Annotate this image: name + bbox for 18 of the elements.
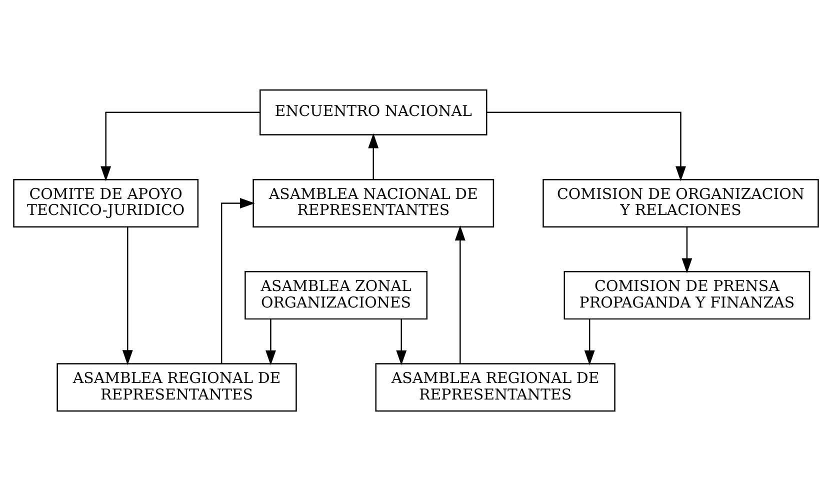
node-box: ENCUENTRO NACIONAL (260, 88, 488, 135)
node-box: ASAMBLEA ZONAL ORGANIZACIONES (244, 270, 428, 320)
arrow (265, 318, 276, 365)
arrow (396, 318, 407, 365)
arrow (682, 226, 692, 273)
arrow (486, 111, 686, 181)
arrow (368, 132, 379, 179)
node-box: COMITE DE APOYO TECNICO-JURIDICO (13, 178, 199, 227)
node-box: COMISION DE PRENSA PROPAGANDA Y FINANZAS (564, 270, 810, 320)
node-box: ASAMBLEA REGIONAL DE REPRESENTANTES (375, 362, 616, 412)
node-box: ASAMBLEA REGIONAL DE REPRESENTANTES (56, 362, 297, 412)
arrow (584, 318, 595, 365)
arrow (220, 197, 255, 364)
arrow (122, 226, 133, 365)
arrow (100, 111, 260, 181)
arrow (454, 225, 466, 364)
node-box: COMISION DE ORGANIZACION Y RELACIONES (542, 178, 819, 227)
node-box: ASAMBLEA NACIONAL DE REPRESENTANTES (252, 178, 494, 227)
